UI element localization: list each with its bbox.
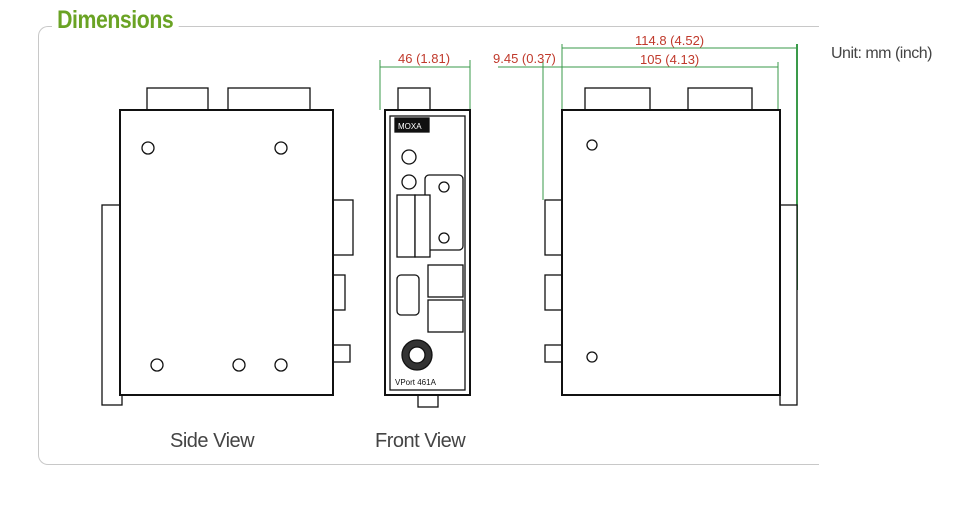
brand-logo: MOXA <box>398 122 422 131</box>
side-view <box>101 87 354 406</box>
section-title: Dimensions <box>52 6 179 35</box>
rear-view <box>544 87 798 406</box>
dim-front-width: 46 (1.81) <box>398 51 450 66</box>
dim-rail-offset: 9.45 (0.37) <box>493 51 556 66</box>
unit-label: Unit: mm (inch) <box>831 45 932 62</box>
dim-depth-total: 114.8 (4.52) <box>635 33 704 48</box>
front-view: MOXA VPort 461A <box>384 87 471 408</box>
side-view-caption: Side View <box>170 430 255 452</box>
dim-depth-body: 105 (4.13) <box>640 52 699 67</box>
section-frame <box>38 26 819 465</box>
front-view-caption: Front View <box>375 430 466 452</box>
model-label: VPort 461A <box>395 378 437 387</box>
